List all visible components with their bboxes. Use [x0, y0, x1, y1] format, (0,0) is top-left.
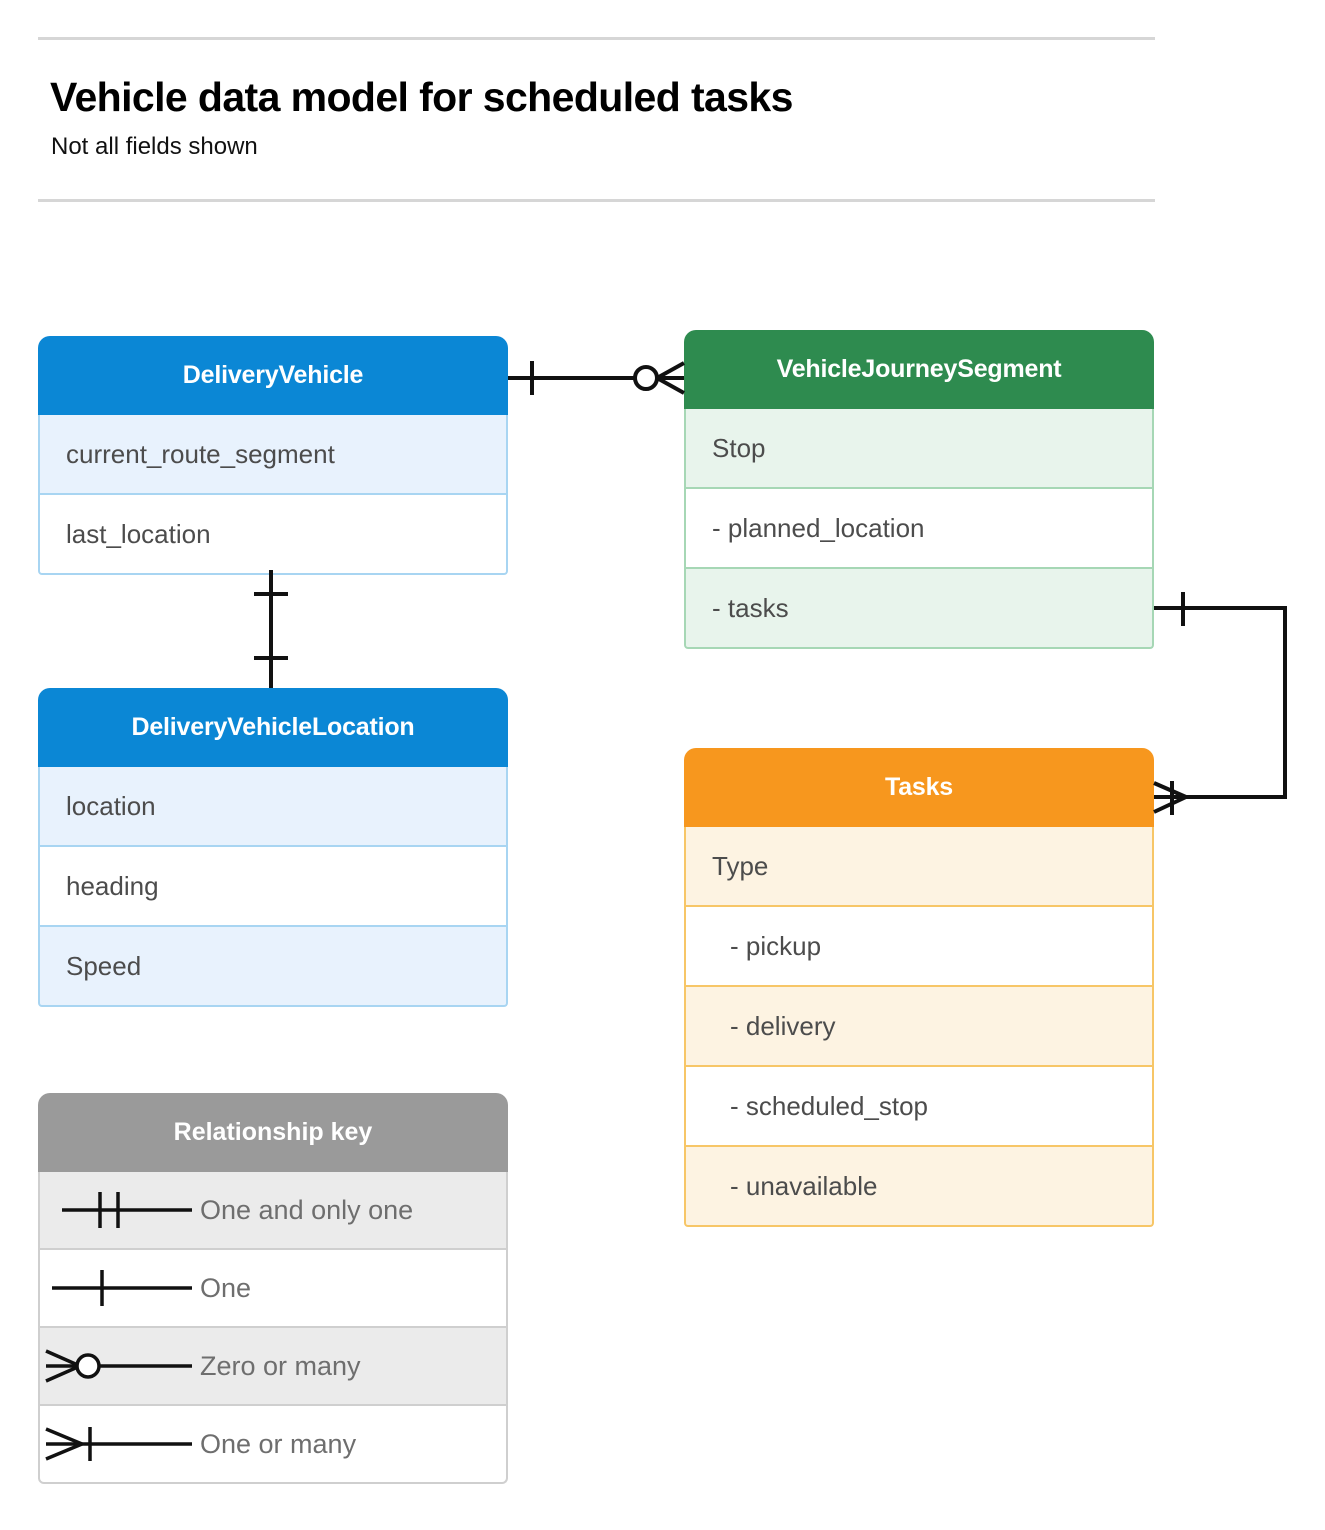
entity-field-row: current_route_segment — [38, 415, 508, 495]
legend-row: One — [38, 1250, 508, 1328]
legend-label: One and only one — [200, 1194, 414, 1225]
connector-deliveryvehicle-vehiclelocation — [254, 570, 288, 688]
one-and-only-one-icon — [40, 1171, 200, 1249]
entity-field-row: - planned_location — [684, 489, 1154, 569]
legend-row: One or many — [38, 1406, 508, 1484]
one-or-many-icon — [40, 1405, 200, 1483]
entity-header-delivery-vehicle-location: DeliveryVehicleLocation — [38, 688, 508, 767]
entity-field-row: Stop — [684, 409, 1154, 489]
entity-field-row: location — [38, 767, 508, 847]
legend-label: One or many — [200, 1428, 357, 1459]
entity-field-row: - scheduled_stop — [684, 1067, 1154, 1147]
connector-deliveryvehicle-journeysegment — [508, 361, 685, 395]
entity-tasks[interactable]: Tasks Type - pickup - delivery - schedul… — [684, 748, 1154, 1227]
entity-field-row: - pickup — [684, 907, 1154, 987]
legend-row: Zero or many — [38, 1328, 508, 1406]
legend-title: Relationship key — [38, 1093, 508, 1172]
legend-row: One and only one — [38, 1172, 508, 1250]
entity-header-tasks: Tasks — [684, 748, 1154, 827]
entity-field-row: - delivery — [684, 987, 1154, 1067]
entity-delivery-vehicle-location[interactable]: DeliveryVehicleLocation location heading… — [38, 688, 508, 1007]
entity-vehicle-journey-segment[interactable]: VehicleJourneySegment Stop - planned_loc… — [684, 330, 1154, 649]
header-divider-bottom — [38, 199, 1155, 202]
entity-field-row: heading — [38, 847, 508, 927]
entity-field-row: Type — [684, 827, 1154, 907]
entity-delivery-vehicle[interactable]: DeliveryVehicle current_route_segment la… — [38, 336, 508, 575]
one-icon — [40, 1249, 200, 1327]
zero-or-many-icon — [40, 1327, 200, 1405]
entity-field-row: - unavailable — [684, 1147, 1154, 1227]
page-title: Vehicle data model for scheduled tasks — [50, 74, 793, 120]
entity-field-row: Speed — [38, 927, 508, 1007]
entity-field-row: - tasks — [684, 569, 1154, 649]
entity-header-vehicle-journey-segment: VehicleJourneySegment — [684, 330, 1154, 409]
relationship-key-legend: Relationship key One and only one One — [38, 1093, 508, 1484]
legend-label: One — [200, 1272, 252, 1303]
header-divider-top — [38, 37, 1155, 40]
legend-label: Zero or many — [200, 1350, 361, 1381]
connector-journeysegment-tasks — [1153, 592, 1287, 815]
page-subtitle: Not all fields shown — [51, 133, 258, 160]
entity-field-row: last_location — [38, 495, 508, 575]
entity-header-delivery-vehicle: DeliveryVehicle — [38, 336, 508, 415]
